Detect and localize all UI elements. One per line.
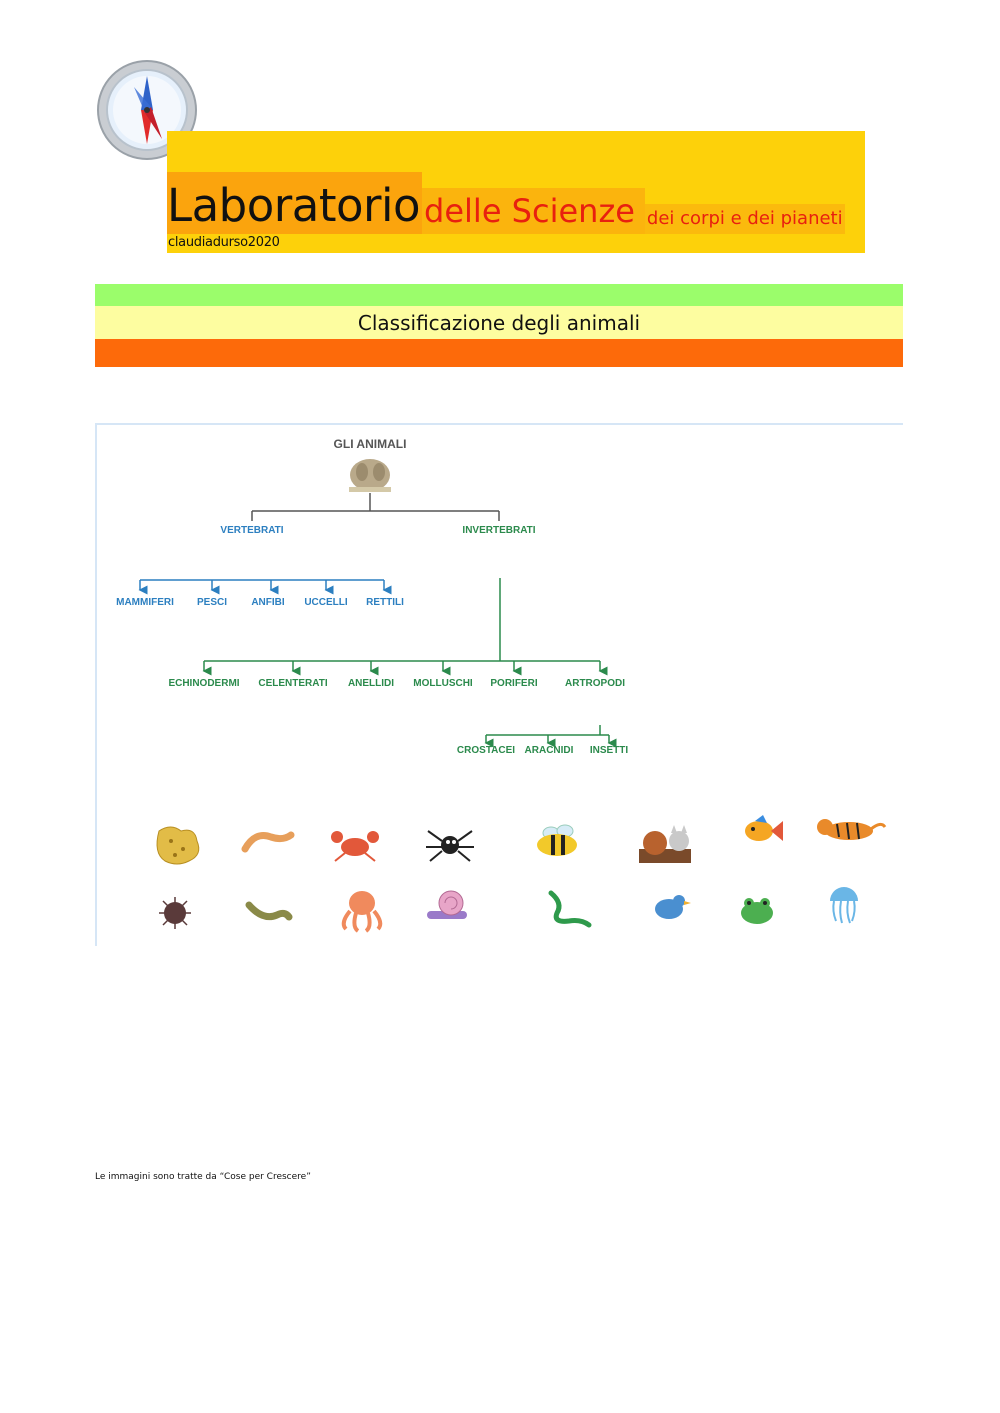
class-echinodermi: ECHINODERMI: [168, 678, 239, 689]
snake-icon[interactable]: [548, 890, 592, 928]
green-bar: [95, 284, 903, 306]
title-main: Laboratorio: [167, 172, 423, 234]
header-title: Laboratorio delle Scienze dei corpi e de…: [167, 168, 845, 234]
bird-icon[interactable]: [655, 895, 691, 919]
dog-cat-icon[interactable]: [639, 825, 691, 863]
snail-icon[interactable]: [427, 890, 467, 919]
spider-icon[interactable]: [426, 830, 474, 862]
jellyfish-icon[interactable]: [830, 887, 858, 924]
caterpillar-worm-icon[interactable]: [245, 901, 293, 921]
bee-icon[interactable]: [537, 824, 577, 856]
title-end: dei corpi e dei pianeti: [644, 204, 845, 234]
class-aracnidi: ARACNIDI: [525, 745, 574, 756]
class-celenterati: CELENTERATI: [258, 678, 327, 689]
class-rettili: RETTILI: [366, 597, 404, 608]
class-artropodi: ARTROPODI: [565, 678, 625, 689]
sea-urchin-icon[interactable]: [159, 897, 191, 929]
crab-icon[interactable]: [331, 831, 379, 862]
section-title: Classificazione degli animali: [357, 310, 641, 335]
fish-icon[interactable]: [745, 815, 783, 841]
class-poriferi: PORIFERI: [490, 678, 537, 689]
class-pesci: PESCI: [197, 597, 227, 608]
section-title-bar: Classificazione degli animali: [95, 306, 903, 339]
worm-icon[interactable]: [241, 831, 295, 853]
root-label: GLI ANIMALI: [334, 437, 407, 451]
class-anfibi: ANFIBI: [251, 597, 285, 608]
branch-vertebrati: VERTEBRATI: [220, 525, 283, 536]
class-molluschi: MOLLUSCHI: [413, 678, 473, 689]
octopus-icon[interactable]: [341, 891, 383, 933]
class-insetti: INSETTI: [590, 745, 629, 756]
image-credit: Le immagini sono tratte da “Cose per Cre…: [95, 1172, 311, 1182]
orange-bar: [95, 339, 903, 367]
class-anellidi: ANELLIDI: [348, 678, 394, 689]
classification-diagram: GLI ANIMALI VERTEBRATI INVERTEBRATI MAMM…: [95, 423, 903, 946]
class-mammiferi: MAMMIFERI: [116, 597, 174, 608]
title-mid: delle Scienze: [422, 188, 645, 234]
class-uccelli: UCCELLI: [304, 597, 348, 608]
branch-invertebrati: INVERTEBRATI: [462, 525, 535, 536]
tiger-icon[interactable]: [817, 819, 887, 840]
animals-root-icon: [349, 459, 391, 492]
classification-tree: GLI ANIMALI VERTEBRATI INVERTEBRATI MAMM…: [116, 437, 887, 933]
author-label: claudiadurso2020: [168, 235, 280, 250]
class-crostacei: CROSTACEI: [457, 745, 515, 756]
frog-icon[interactable]: [741, 898, 773, 924]
compass-icon: [97, 60, 197, 160]
sponge-icon[interactable]: [156, 826, 200, 865]
